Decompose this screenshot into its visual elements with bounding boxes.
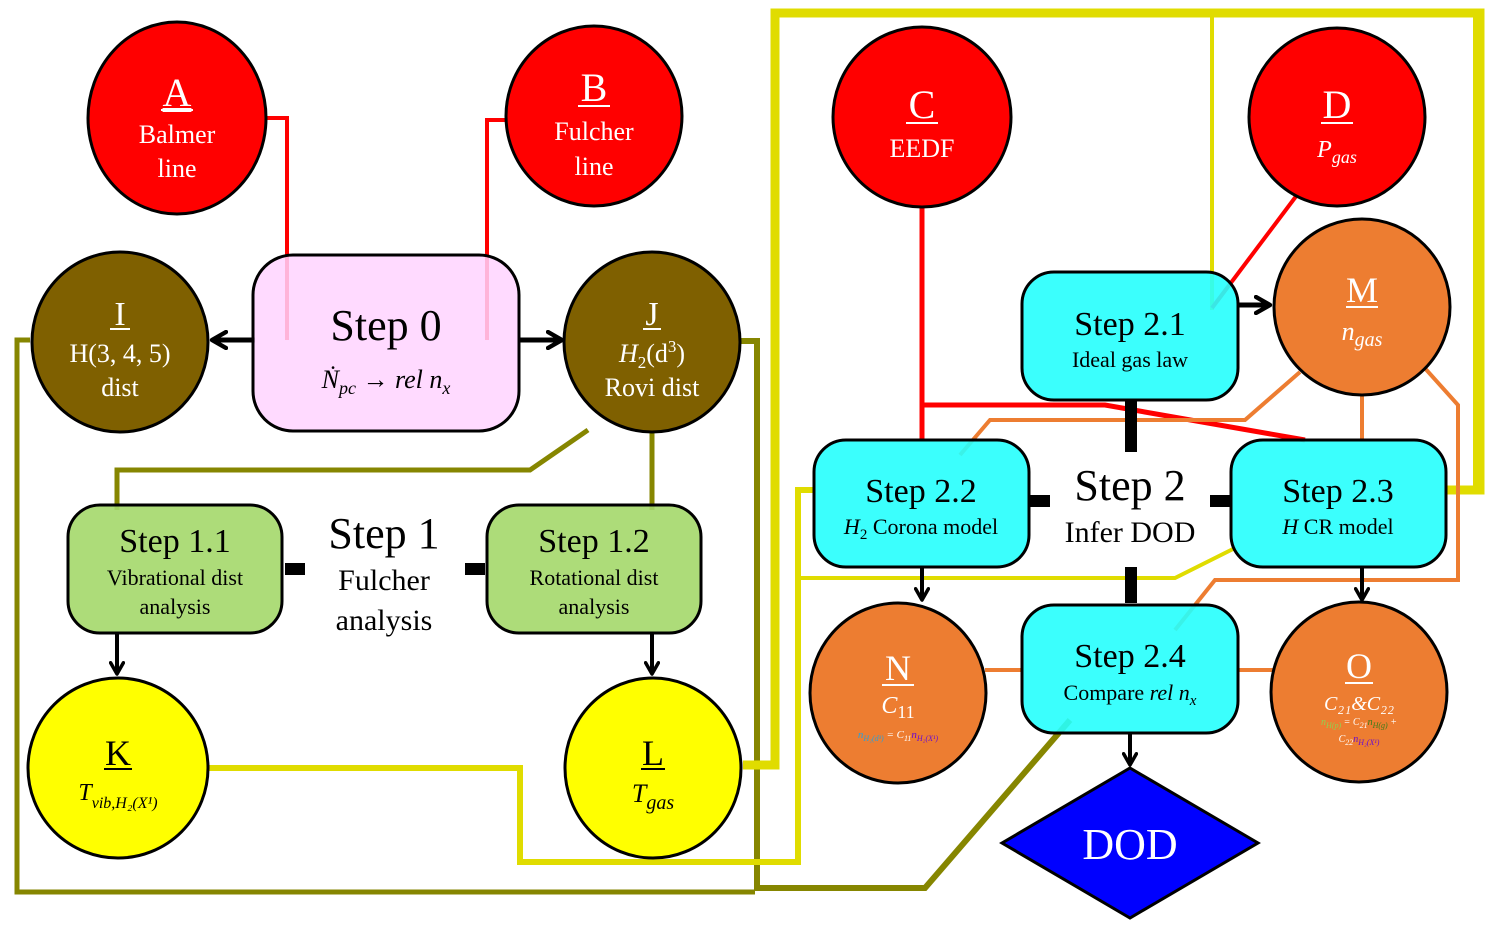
step-1-title: Step 1 <box>328 509 439 558</box>
connector-k-to-right <box>208 487 815 865</box>
node-d-symbol: Pgas <box>1316 137 1357 167</box>
node-l-letter: L <box>642 733 664 773</box>
stub-step2-right <box>1210 495 1230 507</box>
step-2-label: Step 2 Infer DOD <box>1065 461 1196 549</box>
step-0-subtitle: Ṅpc → rel nx <box>321 365 451 398</box>
step-1-2-line2: analysis <box>559 594 630 619</box>
step-0-title: Step 0 <box>330 301 441 350</box>
node-b-letter: B <box>581 65 608 110</box>
stub-step1-right <box>465 563 485 575</box>
node-k-symbol: Tvib,H₂(X¹) <box>78 780 157 812</box>
node-o-formula-2: C22nH₂(X¹) <box>1339 734 1380 747</box>
step-2-3-line1: H CR model <box>1281 514 1393 539</box>
node-m-letter: M <box>1346 270 1378 310</box>
node-i-line1: H(3, 4, 5) <box>69 339 170 368</box>
step-1-2-box[interactable]: Step 1.2 Rotational dist analysis <box>485 503 703 635</box>
node-l-symbol: Tgas <box>632 779 674 814</box>
node-m-symbol: ngas <box>1342 317 1383 351</box>
step-2-1-title: Step 2.1 <box>1074 306 1185 343</box>
step-1-2-line1: Rotational dist <box>530 565 659 590</box>
step-2-4-title: Step 2.4 <box>1074 638 1185 675</box>
node-o-letter: O <box>1346 646 1372 686</box>
step-2-1-box[interactable]: Step 2.1 Ideal gas law <box>1020 270 1240 402</box>
node-i[interactable]: I H(3, 4, 5) dist <box>30 250 210 434</box>
step-1-1-title: Step 1.1 <box>119 523 230 560</box>
step-2-3-box[interactable]: Step 2.3 H CR model <box>1229 438 1448 569</box>
node-a-letter: A <box>163 70 192 115</box>
connector-m-to-step24 <box>1173 363 1460 632</box>
node-c-letter: C <box>909 82 936 127</box>
step-2-line1: Infer DOD <box>1065 516 1196 549</box>
node-o-formula-1: nH(p) = C21nH(g) + <box>1321 717 1397 730</box>
node-a-line1: Balmer <box>139 120 216 149</box>
node-l[interactable]: L Tgas <box>563 676 743 860</box>
node-b-line2: line <box>575 152 614 181</box>
connector-j-to-step11 <box>114 427 590 510</box>
node-a-line2: line <box>158 154 197 183</box>
node-j-symbol: H2(d3) <box>618 337 685 372</box>
connector-m-to-step22 <box>958 370 1302 457</box>
node-d-letter: D <box>1323 82 1352 127</box>
step-2-4-line1: Compare rel nx <box>1064 680 1197 709</box>
node-c-line1: EEDF <box>890 134 955 163</box>
node-k-letter: K <box>105 733 131 773</box>
node-m[interactable]: M ngas <box>1272 217 1452 397</box>
node-n-formula: nH₂(d³) = C11nH₂(X¹) <box>858 729 938 743</box>
node-a[interactable]: A Balmer line <box>86 20 268 216</box>
step-1-label: Step 1 Fulcher analysis <box>328 509 439 637</box>
node-c[interactable]: C EEDF <box>831 25 1013 209</box>
node-n[interactable]: N C11 nH₂(d³) = C11nH₂(X¹) <box>808 601 988 785</box>
node-b[interactable]: B Fulcher line <box>504 24 684 208</box>
node-j-line2: Rovi dist <box>605 373 700 402</box>
step-2-3-title: Step 2.3 <box>1282 473 1393 510</box>
step-1-1-line1: Vibrational dist <box>107 565 243 590</box>
step-1-1-line2: analysis <box>140 594 211 619</box>
connectors <box>14 8 1485 895</box>
step-2-2-box[interactable]: Step 2.2 H2 Corona model <box>812 438 1031 569</box>
node-j[interactable]: J H2(d3) Rovi dist <box>562 250 742 434</box>
node-o-symbol: C₂₁&C₂₂ <box>1324 693 1394 715</box>
stub-step1-left <box>285 563 305 575</box>
step-2-4-box[interactable]: Step 2.4 Compare rel nx <box>1020 603 1240 735</box>
stub-step2-bottom <box>1125 567 1137 603</box>
stub-step2-top <box>1125 400 1137 452</box>
step-2-2-line1: H2 Corona model <box>843 514 998 543</box>
step-1-1-box[interactable]: Step 1.1 Vibrational dist analysis <box>66 503 284 635</box>
node-dod[interactable]: DOD <box>999 766 1261 920</box>
connector-j-to-right <box>740 338 1073 891</box>
node-k[interactable]: K Tvib,H₂(X¹) <box>26 676 210 860</box>
nodes: A Balmer line B Fulcher line C EEDF D Pg… <box>26 20 1452 920</box>
step-2-1-line1: Ideal gas law <box>1072 347 1188 372</box>
step-1-line2: analysis <box>336 604 433 637</box>
node-i-letter: I <box>114 296 125 333</box>
stub-step2-left <box>1030 495 1050 507</box>
node-n-symbol: C11 <box>881 693 914 722</box>
step-1-line1: Fulcher <box>338 564 430 597</box>
node-n-letter: N <box>885 648 911 688</box>
step-2-2-title: Step 2.2 <box>865 473 976 510</box>
node-o[interactable]: O C₂₁&C₂₂ nH(p) = C21nH(g) + C22nH₂(X¹) <box>1269 600 1449 784</box>
step-0-box[interactable]: Step 0 Ṅpc → rel nx <box>251 253 521 433</box>
connector-c-to-steps <box>919 205 1306 443</box>
node-d[interactable]: D Pgas <box>1247 26 1427 208</box>
step-2-title: Step 2 <box>1074 461 1185 510</box>
node-dod-label: DOD <box>1082 820 1177 869</box>
connector-i-to-dod <box>14 337 755 895</box>
node-j-letter: J <box>645 296 658 333</box>
node-b-line1: Fulcher <box>554 117 634 146</box>
step-1-2-title: Step 1.2 <box>538 523 649 560</box>
node-i-line2: dist <box>101 373 139 402</box>
